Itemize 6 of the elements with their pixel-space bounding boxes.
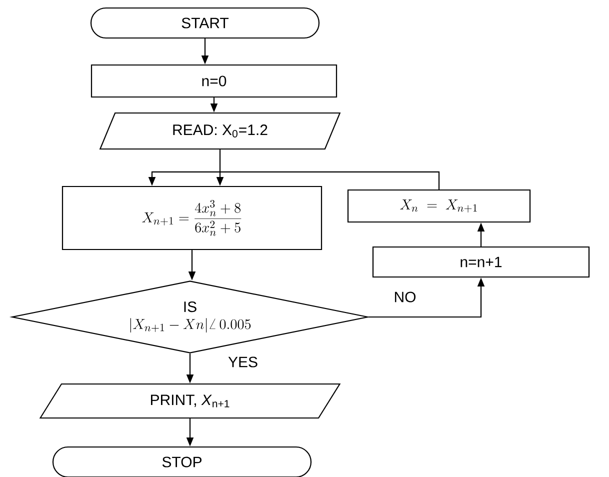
process-box: $X_{n} \; = \; X_{n+1}$	[347, 189, 531, 223]
edge-label: NO	[392, 290, 418, 304]
process-box: $X_{n+1} = \frac{4x_n^3+8}{6x_n^2+5}$	[62, 186, 322, 250]
process-box: n=0	[90, 64, 338, 98]
process-box: n=n+1	[372, 246, 590, 278]
edge-label: YES	[227, 356, 260, 368]
